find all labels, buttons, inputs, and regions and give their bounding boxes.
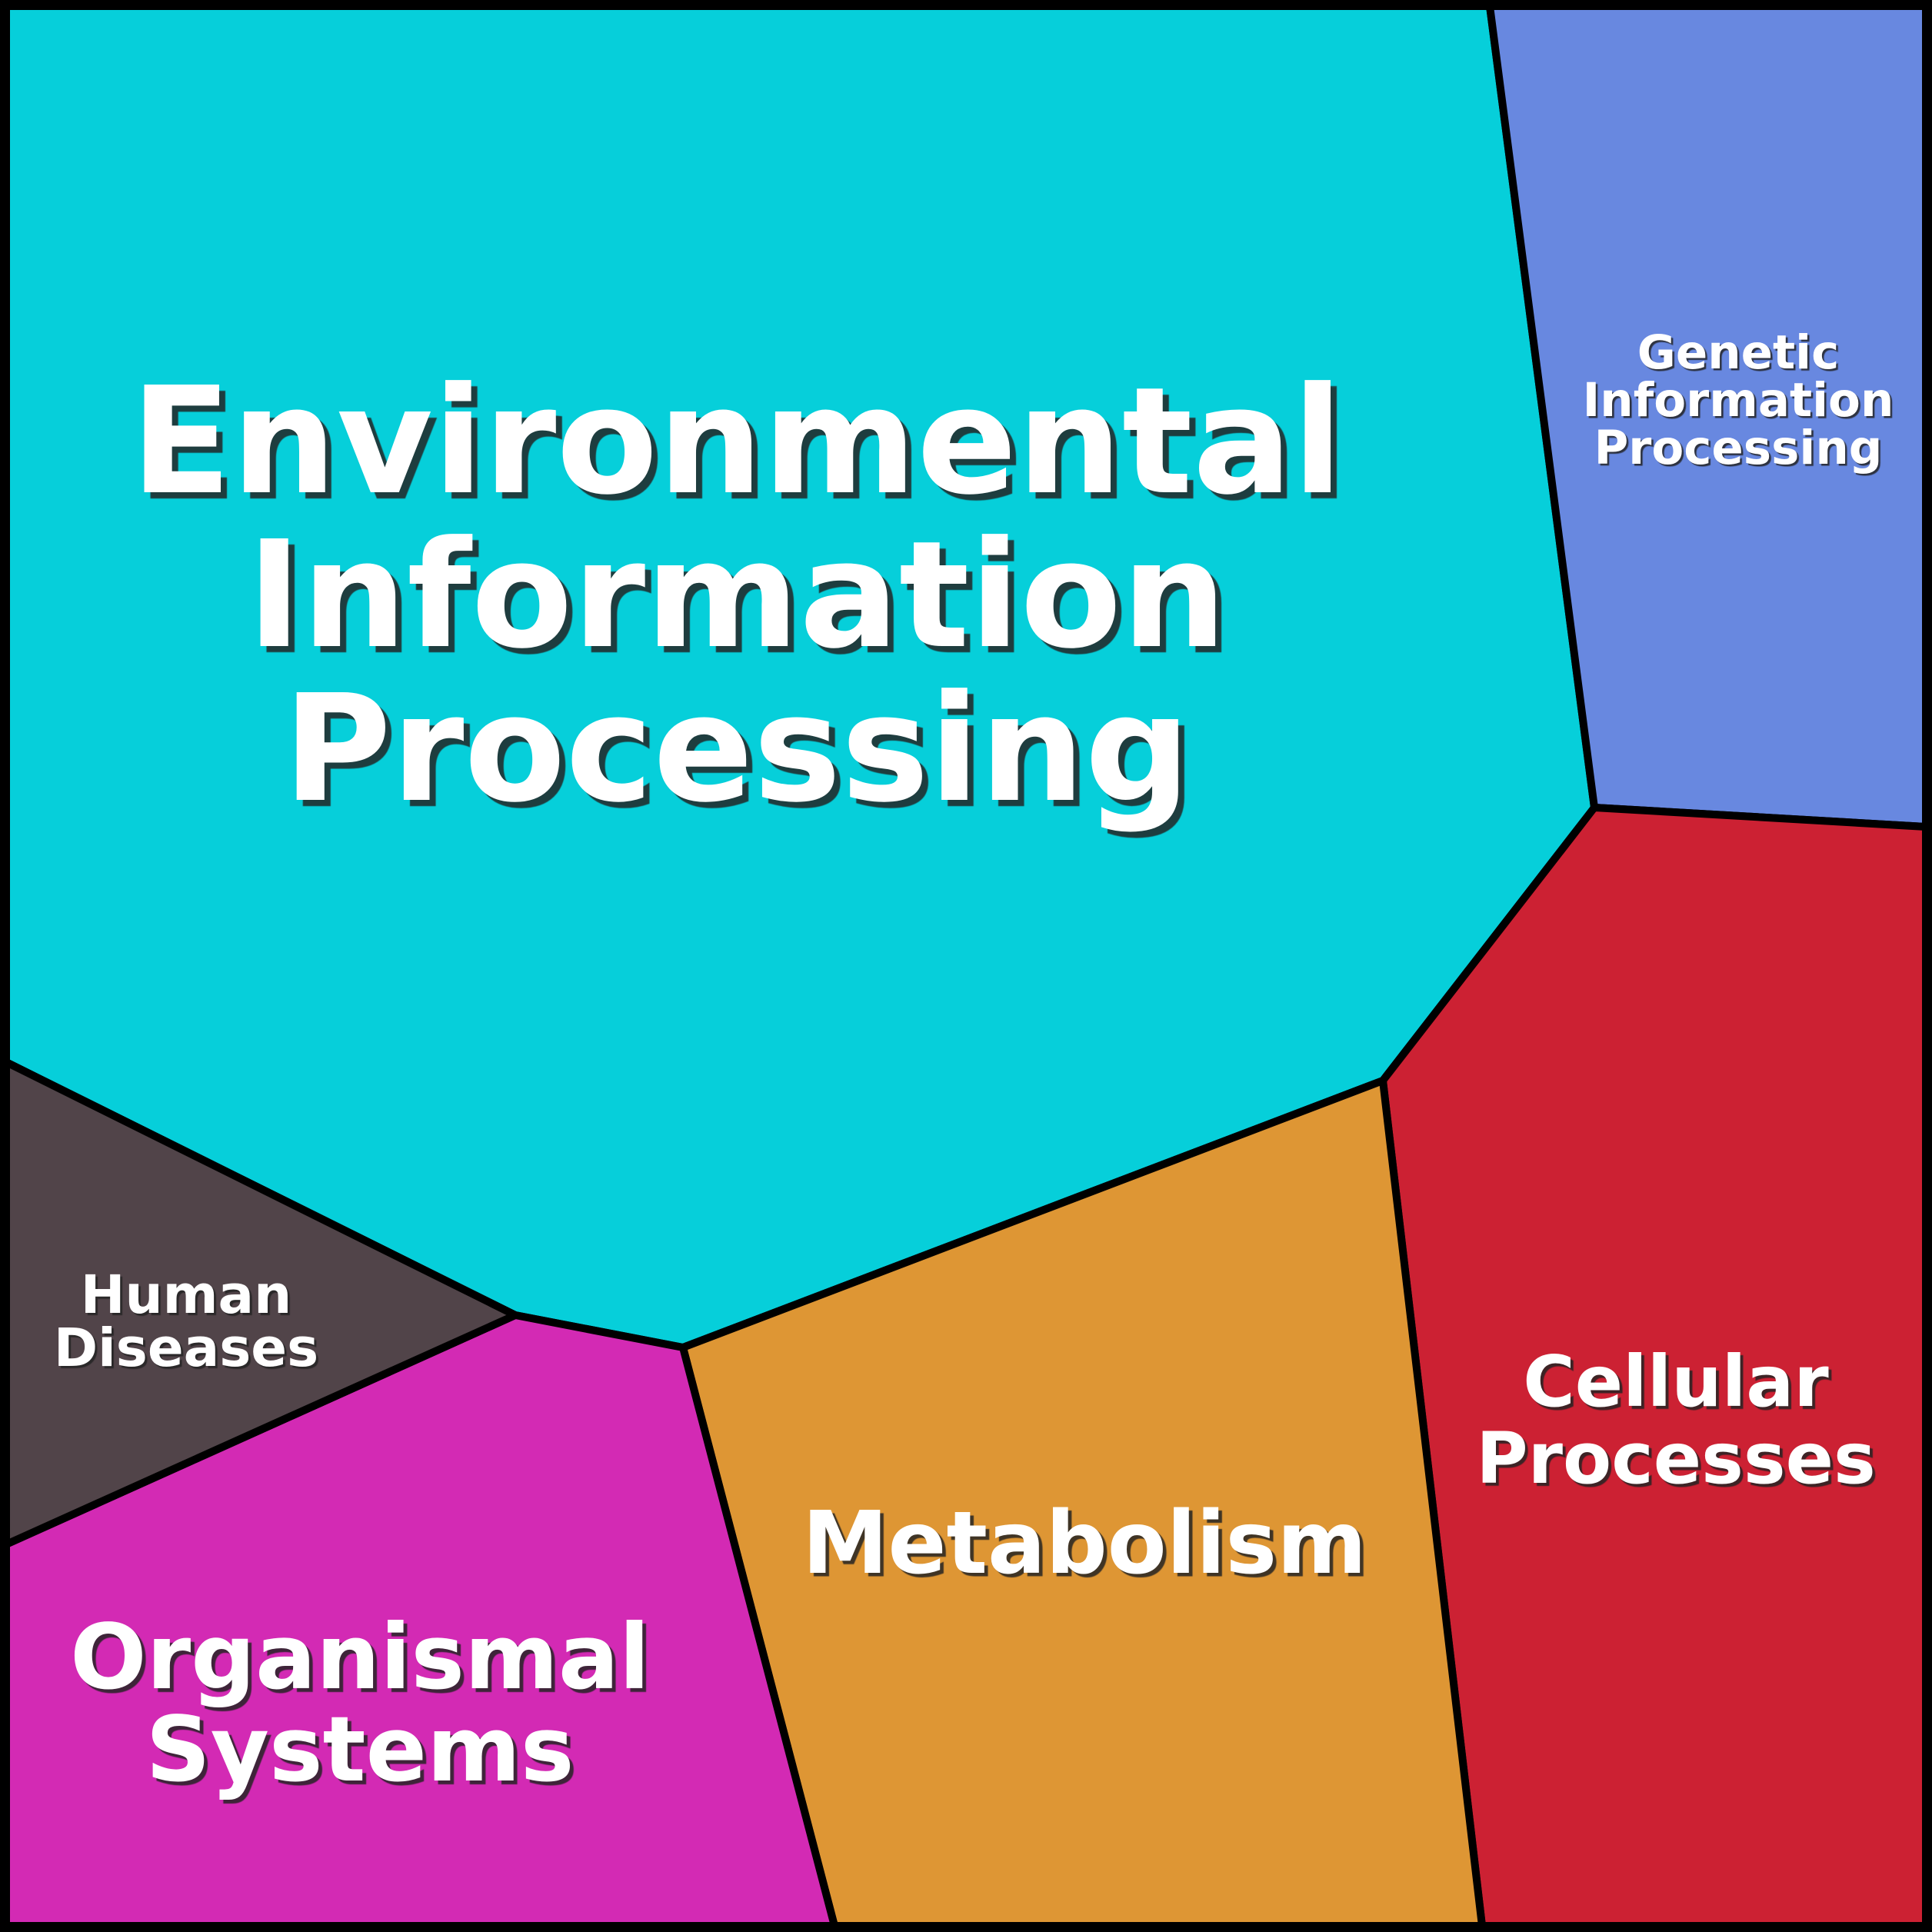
voronoi-treemap-figure: Environmental Information Processing Gen… <box>6 6 1926 1926</box>
treemap-canvas <box>6 6 1926 1926</box>
